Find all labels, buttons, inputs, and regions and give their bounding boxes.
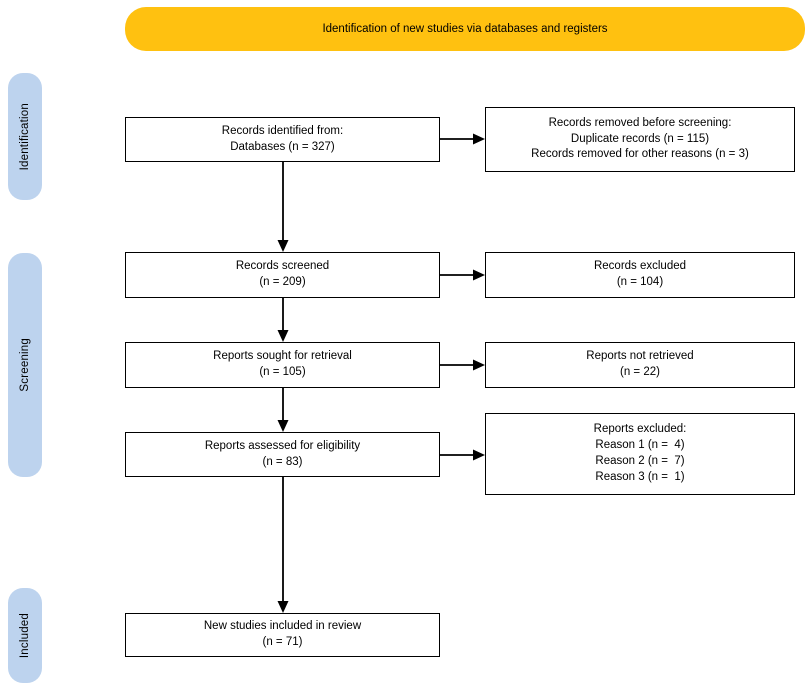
box-reports-sought: Reports sought for retrieval (n = 105) bbox=[125, 342, 440, 388]
box-reports-assessed: Reports assessed for eligibility (n = 83… bbox=[125, 432, 440, 477]
box-text-line: Reason 1 (n = 4) bbox=[595, 439, 685, 452]
right-arrowhead-icon bbox=[473, 133, 485, 145]
down-arrowhead-icon bbox=[277, 240, 289, 252]
box-text-line: Duplicate records (n = 115) bbox=[570, 132, 710, 145]
box-text-line: Reports excluded: bbox=[593, 423, 687, 436]
box-text-line: (n = 104) bbox=[616, 276, 664, 288]
box-text-line: New studies included in review bbox=[203, 620, 362, 633]
box-text-line: (n = 105) bbox=[259, 366, 306, 378]
right-arrowhead-icon bbox=[473, 269, 485, 281]
box-records-identified: Records identified from: Databases (n = … bbox=[125, 117, 440, 162]
box-new-studies-included: New studies included in review (n = 71) bbox=[125, 613, 440, 657]
down-arrowhead-icon bbox=[277, 420, 289, 432]
down-arrowhead-icon bbox=[277, 601, 289, 613]
box-records-screened: Records screened (n = 209) bbox=[125, 252, 440, 298]
box-records-excluded: Records excluded (n = 104) bbox=[485, 252, 795, 298]
box-reports-not-retrieved: Reports not retrieved (n = 22) bbox=[485, 342, 795, 388]
stage-label-screening: Screening bbox=[8, 253, 42, 477]
down-arrowhead-icon bbox=[277, 330, 289, 342]
box-reports-excluded: Reports excluded: Reason 1 (n = 4) Reaso… bbox=[485, 413, 795, 495]
stage-label-text: Screening bbox=[19, 338, 31, 392]
box-text-line: Records screened bbox=[235, 260, 330, 273]
banner-label: Identification of new studies via databa… bbox=[322, 23, 608, 35]
stage-label-text: Identification bbox=[19, 102, 31, 171]
box-text-line: Reports not retrieved bbox=[586, 350, 694, 363]
box-records-removed-before-screening: Records removed before screening: Duplic… bbox=[485, 107, 795, 172]
box-text-line: (n = 71) bbox=[262, 636, 303, 648]
box-text-line: Records removed for other reasons (n = 3… bbox=[531, 148, 749, 161]
box-text-line: Reports assessed for eligibility bbox=[204, 439, 361, 452]
banner-identification-via-databases: Identification of new studies via databa… bbox=[125, 7, 805, 51]
box-text-line: (n = 83) bbox=[262, 455, 303, 468]
box-text-line: Records removed before screening: bbox=[548, 116, 732, 129]
box-text-line: Reason 2 (n = 7) bbox=[595, 455, 685, 467]
right-arrowhead-icon bbox=[473, 359, 485, 371]
box-text-line: (n = 22) bbox=[620, 366, 660, 378]
box-text-line: Records excluded bbox=[593, 260, 687, 273]
box-text-line: Records identified from: bbox=[221, 124, 344, 137]
right-arrowhead-icon bbox=[473, 449, 485, 461]
stage-label-identification: Identification bbox=[8, 73, 42, 200]
box-text-line: Reports sought for retrieval bbox=[213, 350, 352, 363]
stage-label-included: Included bbox=[8, 588, 42, 683]
box-text-line: (n = 209) bbox=[259, 276, 306, 288]
stage-label-text: Included bbox=[19, 612, 31, 659]
box-text-line: Databases (n = 327) bbox=[230, 140, 335, 153]
box-text-line: Reason 3 (n = 1) bbox=[595, 470, 685, 483]
